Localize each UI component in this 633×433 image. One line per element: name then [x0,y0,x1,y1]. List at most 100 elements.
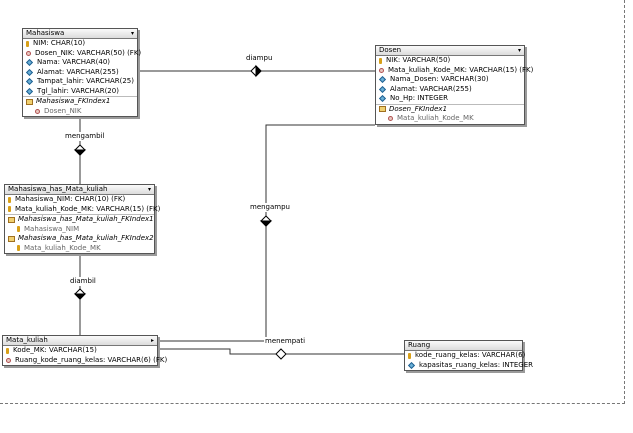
column-row[interactable]: NIK: VARCHAR(50) [376,56,524,66]
relationship-label-mengambil[interactable]: mengambil [64,132,106,141]
column-row[interactable]: Alamat: VARCHAR(255) [23,68,137,78]
column-name: Alamat: VARCHAR(255) [390,84,472,93]
column-row[interactable]: kode_ruang_kelas: VARCHAR(6) [405,351,526,361]
table-mata-kuliah[interactable]: Mata_kuliah ▸ Kode_MK: VARCHAR(15) Ruang_… [2,335,167,366]
column-name: Kode_MK: VARCHAR(15) [13,346,97,354]
column-row[interactable]: Alamat: VARCHAR(255) [376,85,524,95]
attribute-icon [25,87,34,95]
column-row[interactable]: Nama_Dosen: VARCHAR(30) [376,75,524,85]
column-name: Nama: VARCHAR(40) [37,58,111,66]
index-column-name: Mata_kuliah_Kode_MK [397,114,474,122]
fk-icon [35,108,40,114]
column-row[interactable]: No_Hp: INTEGER [376,94,524,104]
table-header[interactable]: Mata_kuliah ▸ [3,336,157,346]
column-name: Tampat_lahir: VARCHAR(25) [37,77,134,85]
key-icon [8,196,11,203]
index-icon [379,106,386,113]
column-row[interactable]: Mata_kuliah_Kode_MK: VARCHAR(15) (FK) [376,66,533,76]
relationship-label-diambil[interactable]: diambil [69,277,97,286]
column-row[interactable]: Tgl_lahir: VARCHAR(20) [23,87,137,97]
column-row[interactable]: Dosen_NIK: VARCHAR(50) (FK) [23,49,141,59]
column-row[interactable]: Nama: VARCHAR(40) [23,58,137,68]
table-header[interactable]: Dosen ▾ [376,46,524,56]
column-row[interactable]: kapasitas_ruang_kelas: INTEGER [405,361,533,371]
table-header[interactable]: Mahasiswa_has_Mata_kuliah ▾ [5,185,154,195]
column-name: kode_ruang_kelas: VARCHAR(6) [415,351,526,359]
column-row[interactable]: Tampat_lahir: VARCHAR(25) [23,77,137,87]
index-row[interactable]: Mahasiswa_has_Mata_kuliah_FKIndex2 [5,234,154,244]
relationship-label-mengampu[interactable]: mengampu [249,203,291,212]
index-name: Dosen_FKIndex1 [389,104,448,113]
column-name: NIM: CHAR(10) [33,39,86,47]
index-column-name: Mata_kuliah_Kode_MK [24,243,101,252]
column-name: Alamat: VARCHAR(255) [37,67,119,76]
column-row[interactable]: Kode_MK: VARCHAR(15) [3,346,157,356]
column-name: Ruang_kode_ruang_kelas: VARCHAR(6) (FK) [15,355,168,364]
table-title: Mata_kuliah [6,336,48,344]
relationship-label-diampu[interactable]: diampu [245,54,274,63]
attribute-icon [378,95,387,103]
table-title: Mahasiswa [26,29,65,37]
line-menempati [157,348,404,355]
index-row[interactable]: Dosen_FKIndex1 [376,103,524,115]
key-icon [408,352,411,359]
column-name: Dosen_NIK: VARCHAR(50) (FK) [35,48,142,57]
index-icon [8,216,15,223]
column-name: Mata_kuliah_Kode_MK: VARCHAR(15) (FK) [15,204,161,213]
fk-icon [6,357,11,363]
column-row[interactable]: Mata_kuliah_Kode_MK: VARCHAR(15) (FK) [5,205,160,215]
index-column-row[interactable]: Mata_kuliah_Kode_MK [5,244,154,254]
column-row[interactable]: Mahasiswa_NIM: CHAR(10) (FK) [5,195,154,205]
attribute-icon [25,78,34,86]
index-column-row[interactable]: Dosen_NIK [23,107,137,117]
table-title: Dosen [379,46,402,54]
index-row[interactable]: Mahasiswa_has_Mata_kuliah_FKIndex1 [5,214,154,225]
line-mengampu [157,124,375,342]
chevron-down-icon[interactable]: ▾ [147,186,151,193]
column-name: Tgl_lahir: VARCHAR(20) [37,86,119,95]
attribute-icon [407,361,416,369]
fk-icon [379,67,384,73]
diagram-canvas [0,0,625,404]
column-row[interactable]: NIM: CHAR(10) [23,39,137,49]
attribute-icon [25,59,34,67]
index-icon [8,235,15,242]
table-dosen[interactable]: Dosen ▾ NIK: VARCHAR(50) Mata_kuliah_Kode… [375,45,533,125]
chevron-down-icon[interactable]: ▾ [517,47,521,54]
chevron-right-icon[interactable]: ▸ [150,337,154,344]
key-icon [379,57,382,64]
attribute-icon [378,85,387,93]
relationship-label-menempati[interactable]: menempati [264,337,307,346]
chevron-down-icon[interactable]: ▾ [130,30,134,37]
column-name: Nama_Dosen: VARCHAR(30) [390,75,489,83]
index-name: Mahasiswa_has_Mata_kuliah_FKIndex2 [18,234,154,242]
key-icon [8,206,11,213]
key-icon [17,226,20,233]
index-name: Mahasiswa_FKIndex1 [36,97,111,105]
fk-icon [26,50,31,56]
column-name: NIK: VARCHAR(50) [386,56,451,64]
table-mahasiswa-has-mata-kuliah[interactable]: Mahasiswa_has_Mata_kuliah ▾ Mahasiswa_NIM… [4,184,160,254]
table-ruang[interactable]: Ruang kode_ruang_kelas: VARCHAR(6) kapas… [404,340,533,371]
menempati-diamond [275,348,287,360]
index-column-row[interactable]: Mahasiswa_NIM [5,225,154,235]
table-header[interactable]: Ruang [405,341,522,351]
table-title: Mahasiswa_has_Mata_kuliah [8,185,108,193]
table-header[interactable]: Mahasiswa ▾ [23,29,137,39]
index-name: Mahasiswa_has_Mata_kuliah_FKIndex1 [18,215,154,223]
table-title: Ruang [408,341,431,349]
attribute-icon [378,76,387,84]
key-icon [6,347,9,354]
column-name: Mata_kuliah_Kode_MK: VARCHAR(15) (FK) [388,65,534,74]
fk-icon [388,116,393,122]
column-name: Mahasiswa_NIM: CHAR(10) (FK) [15,195,126,203]
index-icon [26,98,33,105]
column-row[interactable]: Ruang_kode_ruang_kelas: VARCHAR(6) (FK) [3,356,167,366]
index-row[interactable]: Mahasiswa_FKIndex1 [23,96,137,107]
key-icon [26,40,29,47]
attribute-icon [25,68,34,76]
table-mahasiswa[interactable]: Mahasiswa ▾ NIM: CHAR(10) Dosen_NIK: VARC… [22,28,141,117]
key-icon [17,245,20,252]
index-column-row[interactable]: Mata_kuliah_Kode_MK [376,114,524,124]
